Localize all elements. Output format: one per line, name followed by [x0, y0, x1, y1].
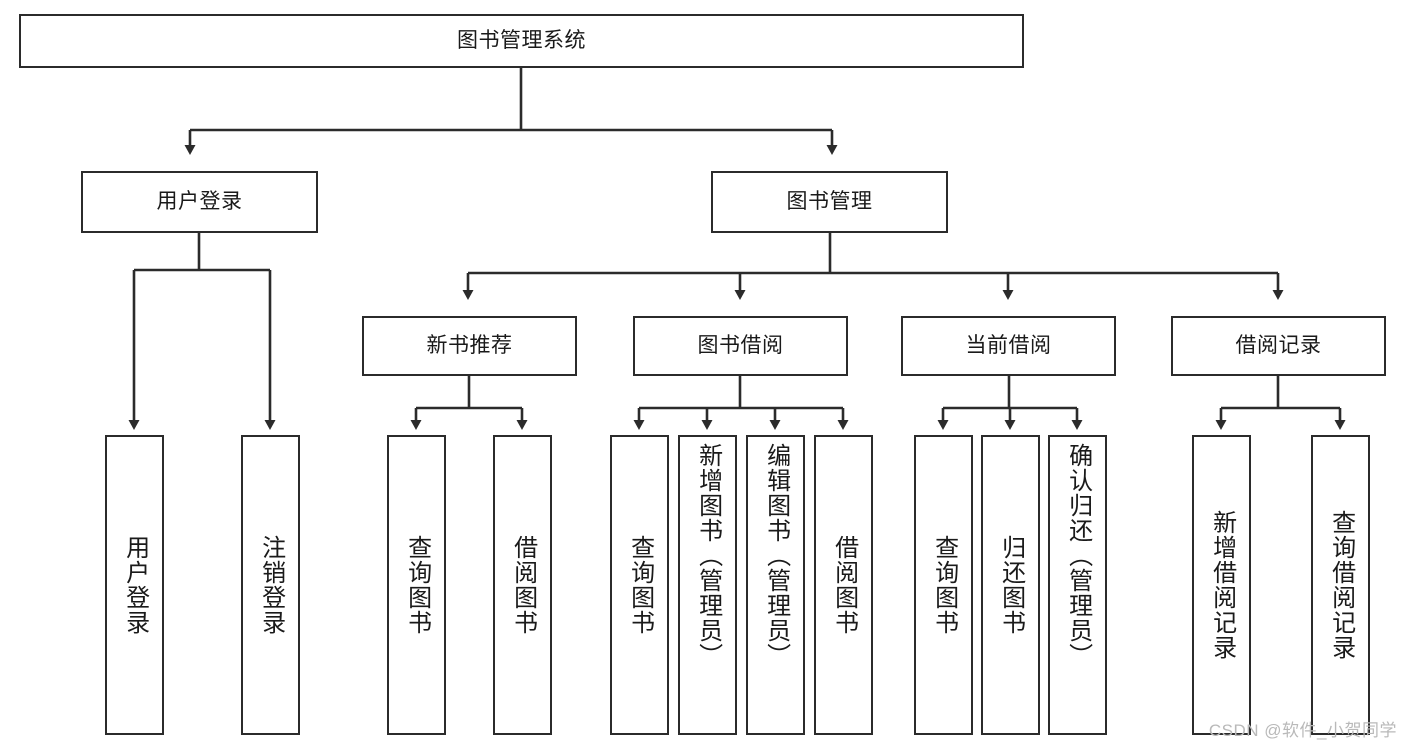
node-leaf-query-book-2[interactable]: 查询图书	[610, 435, 669, 735]
watermark: CSDN @软件_小贺同学	[1208, 721, 1397, 740]
node-leaf-add-book[interactable]: 新增图书（管理员）	[678, 435, 737, 735]
node-leaf-return-book[interactable]: 归还图书	[981, 435, 1040, 735]
node-root[interactable]: 图书管理系统	[19, 14, 1024, 68]
node-leaf-confirm-return[interactable]: 确认归还（管理员）	[1048, 435, 1107, 735]
node-new-book-rec[interactable]: 新书推荐	[362, 316, 577, 376]
node-borrow-record[interactable]: 借阅记录	[1171, 316, 1386, 376]
node-leaf-borrow-book-1[interactable]: 借阅图书	[493, 435, 552, 735]
node-leaf-query-record[interactable]: 查询借阅记录	[1311, 435, 1370, 735]
node-leaf-user-logout[interactable]: 注销登录	[241, 435, 300, 735]
node-leaf-edit-book[interactable]: 编辑图书（管理员）	[746, 435, 805, 735]
node-leaf-borrow-book-2[interactable]: 借阅图书	[814, 435, 873, 735]
node-user-login[interactable]: 用户登录	[81, 171, 318, 233]
node-leaf-add-record[interactable]: 新增借阅记录	[1192, 435, 1251, 735]
node-book-borrow[interactable]: 图书借阅	[633, 316, 848, 376]
node-current-borrow[interactable]: 当前借阅	[901, 316, 1116, 376]
node-leaf-query-book-3[interactable]: 查询图书	[914, 435, 973, 735]
node-leaf-query-book-1[interactable]: 查询图书	[387, 435, 446, 735]
node-leaf-user-login[interactable]: 用户登录	[105, 435, 164, 735]
node-book-manage[interactable]: 图书管理	[711, 171, 948, 233]
